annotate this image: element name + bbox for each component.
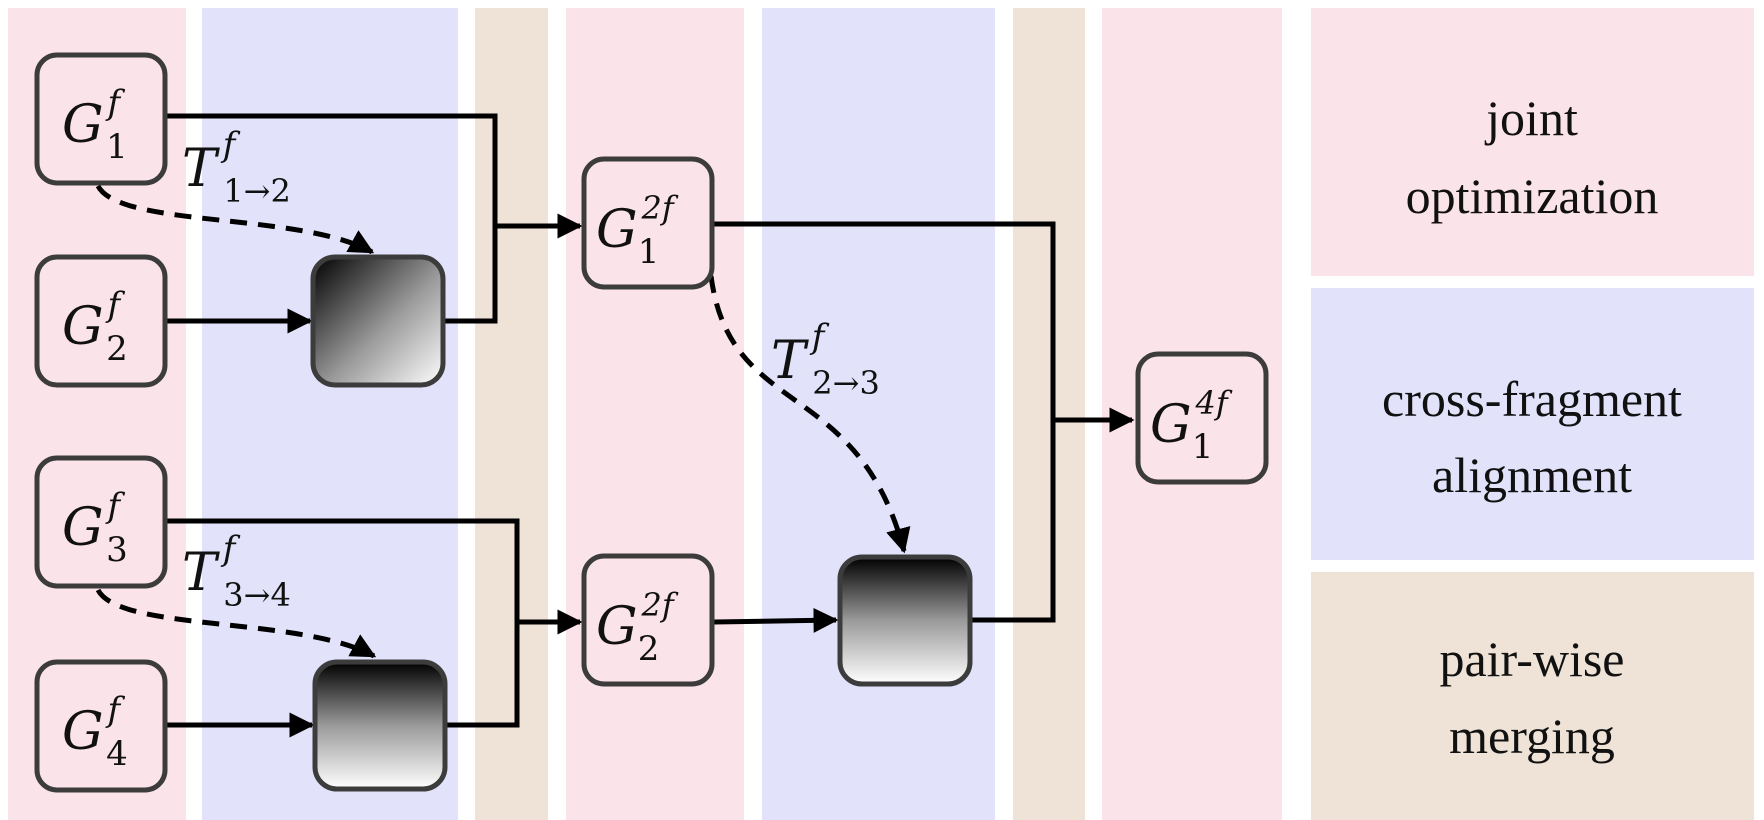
node-g1-2f-base: G <box>596 200 638 260</box>
transform-t12-base: T <box>182 139 220 199</box>
node-g1-4f-sub: 1 <box>1192 427 1214 467</box>
node-g3f-box <box>34 455 168 589</box>
edge-t23-dashed <box>708 275 911 554</box>
legend-cross-label-line1: cross-fragment <box>1382 371 1682 427</box>
legend-cross-label-line2: alignment <box>1432 447 1632 503</box>
node-g1-4f-box <box>1135 351 1269 485</box>
align-box-2 <box>312 659 448 792</box>
column-pair-wise-merging <box>475 8 548 820</box>
edge-g2-2f-to-align-3 <box>713 607 839 633</box>
legend-joint-label-line2: optimization <box>1406 168 1659 224</box>
legend-pair-label-line1: pair-wise <box>1439 631 1624 687</box>
column-joint-optimization <box>566 8 744 820</box>
transform-t23-base: T <box>771 331 809 391</box>
node-g3f-sub: 3 <box>106 530 128 570</box>
node-g1f-base: G <box>62 95 104 155</box>
legend-joint-optimization-panel <box>1311 8 1754 276</box>
node-g1-2f-sub: 1 <box>638 232 660 272</box>
edge-align-3-to-merge <box>972 420 1056 623</box>
transform-t23-sub: 2→3 <box>812 364 880 402</box>
align-box-3 <box>837 554 973 687</box>
node-g2f-base: G <box>62 297 104 357</box>
node-g4f-box <box>34 659 168 793</box>
node-g2-2f-sup: 2f <box>641 586 679 624</box>
edge-g1f-to-merge <box>167 113 583 239</box>
node-g2f-sub: 2 <box>106 329 128 369</box>
align-box-1 <box>310 254 446 388</box>
node-g4f-base: G <box>62 702 104 762</box>
transform-t34-sub: 3→4 <box>223 576 291 614</box>
legend-cross-fragment-alignment-panel <box>1311 288 1754 560</box>
node-g1-4f-sup: 4f <box>1195 384 1233 422</box>
node-g3f-base: G <box>62 498 104 558</box>
legend-joint-label-line1: joint <box>1484 90 1578 146</box>
node-g1-2f-box <box>581 156 715 290</box>
node-g2-2f-sub: 2 <box>638 629 660 669</box>
node-g1f-box <box>34 52 168 186</box>
edge-align-1-to-merge <box>445 226 498 324</box>
node-g2-2f-box <box>581 553 715 687</box>
column-cross-fragment-alignment <box>762 8 995 820</box>
node-g1-4f-base: G <box>1150 395 1192 455</box>
edge-g3f-to-merge <box>167 518 583 635</box>
edge-t34-dashed <box>95 588 377 659</box>
transform-t34-base: T <box>182 543 220 603</box>
node-g2-2f-base: G <box>596 597 638 657</box>
legend-pair-label-line2: merging <box>1449 708 1615 764</box>
node-g1-2f-sup: 2f <box>641 189 679 227</box>
node-g4f-sub: 4 <box>106 734 128 774</box>
column-pair-wise-merging <box>1013 8 1085 820</box>
edge-align-2-to-merge <box>447 622 520 728</box>
edge-t12-dashed <box>95 184 375 255</box>
node-g2f-box <box>34 254 168 388</box>
legend-pair-wise-merging-panel <box>1311 572 1754 820</box>
node-g1f-sub: 1 <box>106 127 128 167</box>
transform-t12-sub: 1→2 <box>223 172 291 210</box>
edge-g1-2f-to-merge <box>712 221 1135 433</box>
